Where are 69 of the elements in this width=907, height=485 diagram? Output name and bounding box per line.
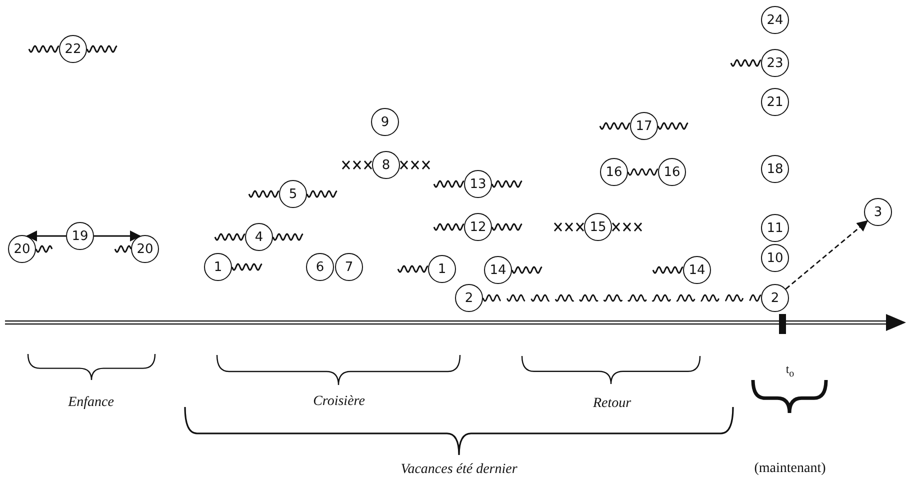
circle-number: 22 — [64, 42, 82, 56]
circle-number: 10 — [766, 252, 784, 264]
circle-number: 14 — [688, 264, 706, 276]
numbered-circle — [630, 112, 658, 140]
time-label: t$_{o}$ — [786, 362, 794, 380]
circle-number: 12 — [470, 220, 486, 234]
numbered-circle — [464, 213, 492, 241]
numbered-circle — [306, 253, 334, 281]
numbered-circle — [761, 155, 789, 183]
numbered-circle — [59, 35, 87, 63]
numbered-circle — [761, 284, 789, 312]
circle-number: 7 — [344, 260, 354, 274]
circle-number: 1 — [214, 260, 222, 274]
numbered-circle — [371, 108, 399, 136]
numbered-circle — [455, 284, 483, 312]
circle-number: 23 — [766, 56, 784, 70]
circle-number: 2 — [770, 292, 780, 304]
numbered-circle — [464, 170, 492, 198]
numbered-circle — [279, 180, 307, 208]
circle-number: 18 — [766, 162, 784, 176]
circle-number: 24 — [766, 14, 784, 26]
numbered-circle — [484, 256, 512, 284]
circle-number: 20 — [136, 242, 154, 256]
circle-number: 11 — [766, 222, 784, 234]
circle-number: 13 — [470, 178, 486, 190]
period-label: Vacances été dernier — [400, 462, 518, 478]
numbered-circle — [761, 88, 789, 116]
numbered-circle — [600, 158, 628, 186]
circle-number: 4 — [254, 230, 264, 244]
numbered-circle — [761, 214, 789, 242]
period-label: (maintenant) — [754, 461, 826, 477]
wavy-connector — [627, 168, 658, 176]
period-label: Retour — [592, 396, 632, 412]
circle-number: 6 — [316, 260, 324, 274]
circle-number: 5 — [288, 188, 298, 200]
broken-wavy-connector — [482, 294, 762, 302]
circle-number: 20 — [14, 242, 30, 256]
numbered-circle — [428, 255, 456, 283]
circle-number: 3 — [874, 206, 882, 218]
circle-number: 1 — [438, 262, 446, 276]
numbered-circle — [584, 213, 612, 241]
numbered-circle — [372, 151, 400, 179]
numbered-circle — [245, 223, 273, 251]
circle-number: 14 — [490, 264, 506, 276]
circle-number: 9 — [380, 116, 390, 128]
numbered-circle — [335, 253, 363, 281]
circle-number: 8 — [382, 158, 390, 172]
circle-number: 16 — [664, 166, 680, 178]
period-label: Enfance — [68, 395, 114, 411]
numbered-circle — [658, 158, 686, 186]
numbered-circle — [761, 6, 789, 34]
circle-number: 2 — [464, 292, 474, 304]
numbered-circle — [864, 198, 892, 226]
circle-number: 21 — [766, 96, 784, 108]
arrow — [94, 230, 141, 242]
circle-number: 15 — [590, 220, 606, 234]
numbered-circle — [683, 256, 711, 284]
circle-number: 17 — [636, 120, 652, 132]
numbered-circle — [66, 222, 94, 250]
arrow — [26, 230, 66, 242]
circle-number: 19 — [72, 230, 88, 242]
dashed-arrow — [785, 220, 868, 290]
circle-number: 16 — [606, 166, 622, 178]
numbered-circle — [761, 49, 789, 77]
numbered-circle — [131, 235, 159, 263]
numbered-circle — [204, 253, 232, 281]
period-label: Croisière — [313, 394, 365, 410]
numbered-circle — [8, 235, 36, 263]
numbered-circle — [761, 244, 789, 272]
